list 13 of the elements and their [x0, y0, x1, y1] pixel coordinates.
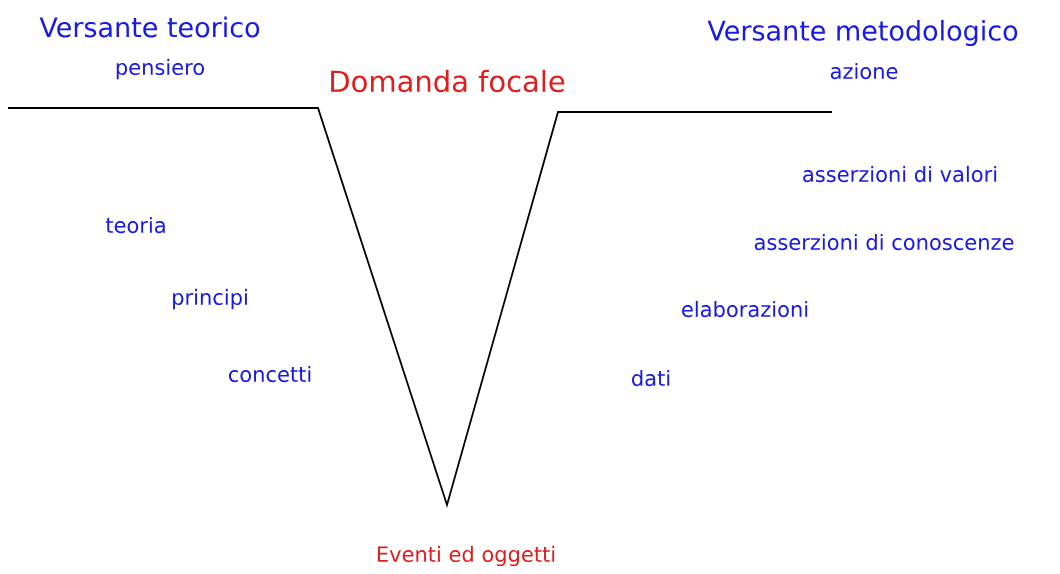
- v-label: concetti: [228, 365, 311, 383]
- events-label: Eventi ed oggetti: [377, 545, 555, 567]
- v-label: principi: [173, 288, 247, 310]
- v-label: elaborazioni: [682, 300, 808, 318]
- side-heading: Versante teorico: [39, 16, 260, 38]
- v-label: asserzioni di conoscenze: [754, 233, 1014, 251]
- v-label: teoria: [105, 216, 165, 234]
- sub-heading: azione: [830, 62, 898, 80]
- side-heading: Versante metodologico: [707, 19, 1018, 47]
- v-label: asserzioni di valori: [803, 165, 997, 183]
- v-label: dati: [632, 369, 670, 387]
- sub-heading: pensiero: [116, 58, 204, 80]
- focus-question: Domanda focale: [331, 69, 565, 93]
